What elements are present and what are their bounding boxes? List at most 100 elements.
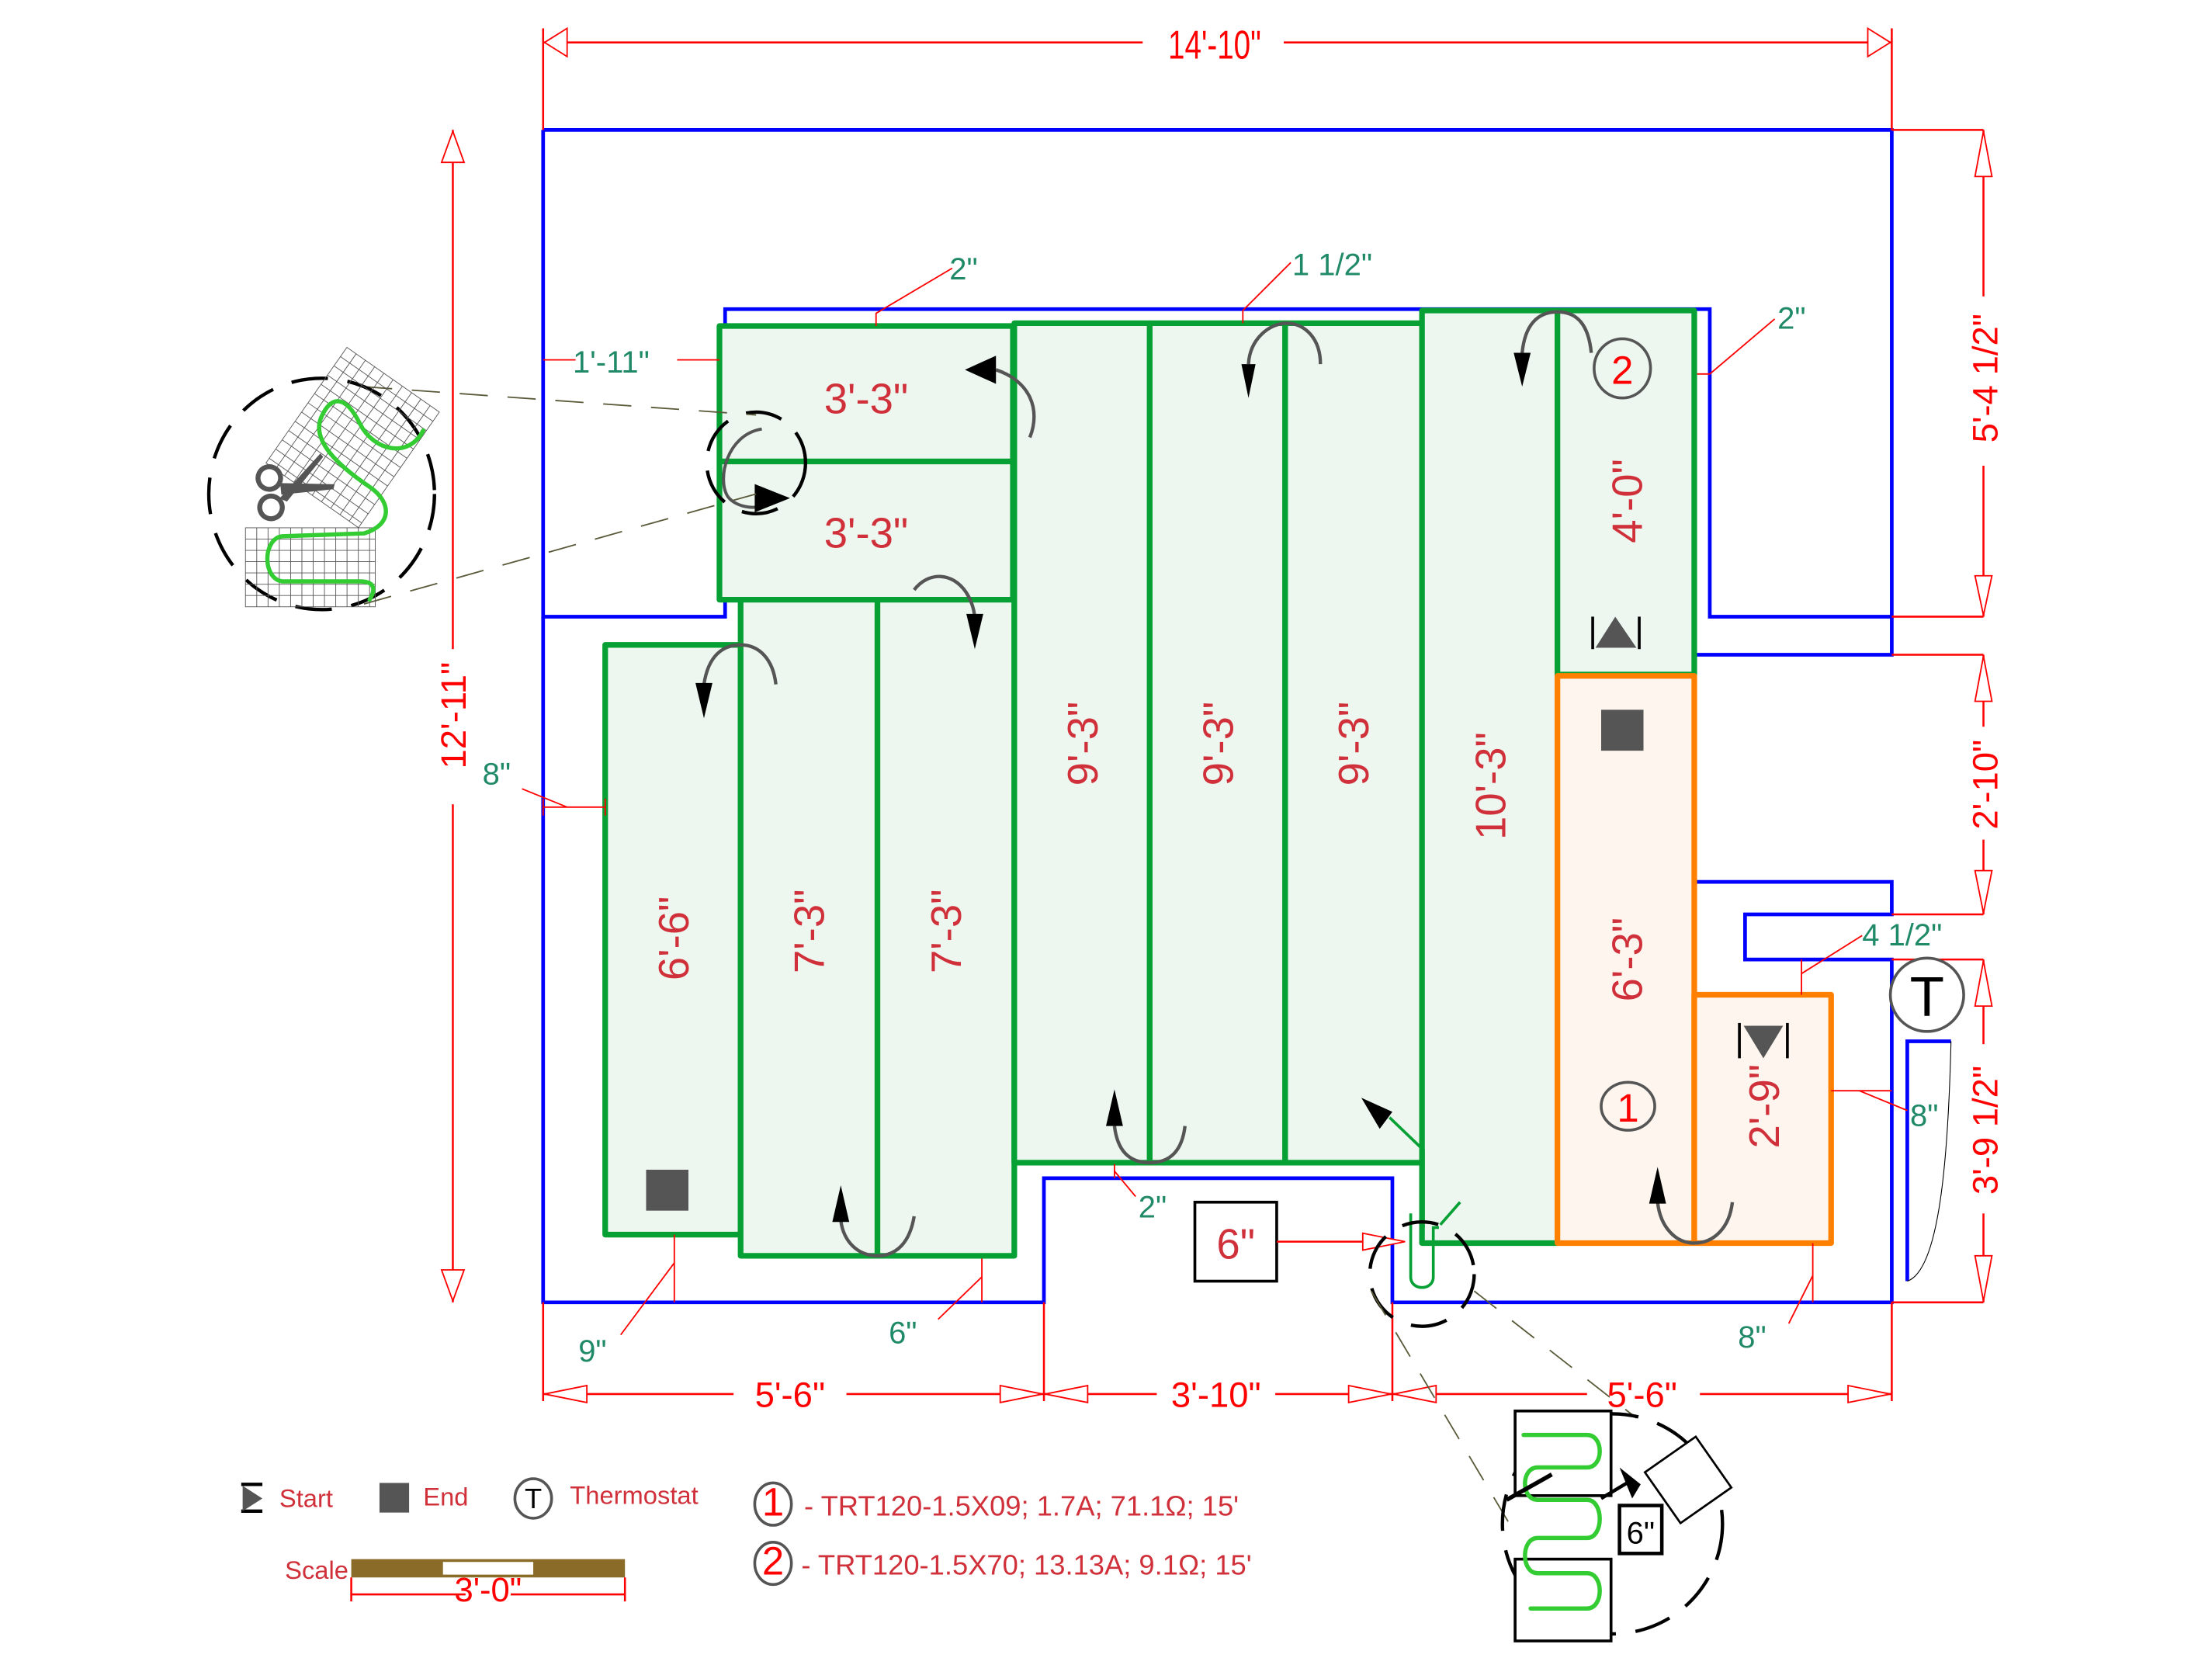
- label-strip-2: 7'-3": [785, 889, 833, 973]
- legend-thermostat: T Thermostat: [513, 1477, 699, 1520]
- legend-scale-value: 3'-0": [454, 1572, 522, 1609]
- label-strip-5: 9'-3": [1195, 702, 1243, 786]
- label-strip-3: 7'-3": [923, 889, 970, 973]
- mat-strip-7: [1419, 307, 1561, 1247]
- mat-upper-left-b: [716, 458, 1016, 603]
- mat-strip-2: [737, 597, 881, 1259]
- arrow-diagonal-icon: [1361, 1098, 1392, 1129]
- gap-bottom-left-2: 6": [889, 1316, 917, 1351]
- outer-wall: [541, 128, 1894, 619]
- legend-spec-2: 2 - TRT120-1.5X70; 13.13A; 9.1Ω; 15': [753, 1539, 1252, 1587]
- mat-upper-left-a: [716, 323, 1016, 465]
- arrow-left-icon: [965, 356, 997, 384]
- gap-bottom-left: 9": [578, 1334, 606, 1368]
- gap-top-middle: 1 1/2": [1292, 248, 1372, 283]
- mesh-line: [321, 386, 403, 502]
- label-strip-4: 9'-3": [1059, 702, 1107, 786]
- dim-right-middle: 2'-10": [1966, 740, 2006, 830]
- mat-strip-6: [1282, 320, 1425, 1166]
- heating-cable-icon: [265, 399, 426, 602]
- zone-1-number: 1: [1617, 1086, 1638, 1130]
- label-strip-8: 4'-0": [1604, 459, 1652, 543]
- dim-right-lower: 3'-9 1/2": [1966, 1066, 2006, 1195]
- mesh-line: [348, 405, 431, 522]
- mesh-line: [275, 353, 357, 470]
- dim-bottom-left: 5'-6": [755, 1375, 825, 1414]
- heating-zone-2: [602, 307, 1697, 1259]
- dim-right-upper: 5'-4 1/2": [1966, 314, 2006, 442]
- mesh-grid-cut-piece: [1643, 1434, 1733, 1525]
- dim-bottom-middle: 3'-10": [1171, 1375, 1261, 1414]
- arrow-up-icon: [832, 1185, 850, 1223]
- label-zone1-side: 2'-9": [1741, 1064, 1788, 1149]
- door-swing: [1907, 1041, 1952, 1282]
- label-strip-7: 10'-3": [1467, 732, 1514, 840]
- label-upper-left-a: 3'-3": [824, 376, 909, 423]
- legend: Start End T Thermostat Scale 3'-0" 1 - T…: [241, 1477, 1252, 1609]
- label-zone1-main: 6'-3": [1604, 917, 1652, 1002]
- arrow-down-icon: [1241, 364, 1256, 398]
- legend-thermostat-label: Thermostat: [570, 1481, 698, 1510]
- gap-right-upper: 4 1/2": [1862, 918, 1942, 952]
- mat-strip-3: [874, 597, 1018, 1259]
- mesh-line: [302, 373, 384, 489]
- detail-6in-cut: 6": [1368, 1220, 1733, 1642]
- legend-start: Start: [241, 1483, 333, 1513]
- mat-strip-4: [1011, 320, 1153, 1166]
- cut-size-callout: 6": [1193, 1200, 1439, 1289]
- mesh-grid-top: [1513, 1409, 1613, 1497]
- label-strip-6: 9'-3": [1330, 702, 1378, 786]
- legend-start-label: Start: [279, 1483, 333, 1512]
- zone-2-number: 2: [1611, 349, 1633, 393]
- overall-dimensions: 14'-10" 12'-11" 5'-4 1/2" 2'-10" 3'-9 1/…: [430, 21, 2006, 1414]
- start-icon: [242, 1486, 263, 1511]
- mesh-line: [293, 366, 376, 483]
- arrow-down-icon: [1513, 352, 1531, 387]
- gap-bottom-center: 2": [1139, 1191, 1167, 1225]
- arrow-down-icon: [695, 682, 712, 719]
- arrow-down-icon: [966, 613, 983, 650]
- legend-spec-1: 1 - TRT120-1.5X09; 1.7A; 71.1Ω; 15': [753, 1479, 1239, 1527]
- spec-2-text: - TRT120-1.5X70; 13.13A; 9.1Ω; 15': [801, 1549, 1251, 1581]
- gap-bottom-right: 8": [1738, 1320, 1766, 1354]
- gap-right-side: 8": [1910, 1099, 1938, 1133]
- detail-cut-turn: [206, 346, 808, 612]
- mat-strip-1: [602, 642, 744, 1238]
- svg-text:T: T: [1910, 966, 1944, 1028]
- zone-numbers: 2 1: [1593, 337, 1656, 1132]
- gap-left-side: 8": [483, 758, 511, 792]
- dim-bottom-right: 5'-6": [1607, 1375, 1676, 1414]
- scissors-icon: [255, 453, 335, 522]
- mesh-grid-lower: [244, 527, 376, 608]
- thermostat-icon: T: [525, 1483, 542, 1514]
- mat-zone1-main: [1554, 673, 1697, 1247]
- arrow-up-icon: [1106, 1089, 1123, 1126]
- gap-left-offset: 1'-11": [573, 345, 650, 380]
- heating-cable-icon: [1521, 1432, 1602, 1611]
- dim-top-width: 14'-10": [1168, 22, 1261, 68]
- gap-top-left: 2": [949, 252, 977, 286]
- legend-end: End: [379, 1483, 468, 1513]
- spec-1-number: 1: [762, 1479, 784, 1524]
- heating-zone-1: [1554, 673, 1834, 1247]
- turn-arrows: [695, 310, 1735, 1258]
- detail-circle-scissors: [206, 376, 437, 612]
- gap-top-right: 2": [1777, 302, 1805, 336]
- spec-1-text: - TRT120-1.5X09; 1.7A; 71.1Ω; 15': [804, 1490, 1239, 1521]
- mesh-line: [311, 379, 394, 496]
- mesh-line: [284, 359, 366, 477]
- mesh-grid-upper: [265, 346, 440, 529]
- spec-2-number: 2: [762, 1539, 784, 1583]
- dim-left-height: 12'-11": [434, 662, 473, 769]
- end-marker-icon: [646, 1169, 688, 1211]
- mesh-line: [330, 392, 412, 509]
- svg-text:6": 6": [1627, 1517, 1655, 1551]
- label-upper-left-b: 3'-3": [824, 509, 909, 557]
- svg-text:6": 6": [1216, 1220, 1255, 1268]
- end-marker-icon: [1600, 709, 1644, 751]
- label-strip-1: 6'-6": [650, 897, 698, 981]
- legend-scale: Scale 3'-0": [285, 1556, 626, 1609]
- thermostat-icon: T: [1888, 956, 1965, 1033]
- arrow-up-icon: [1649, 1167, 1666, 1204]
